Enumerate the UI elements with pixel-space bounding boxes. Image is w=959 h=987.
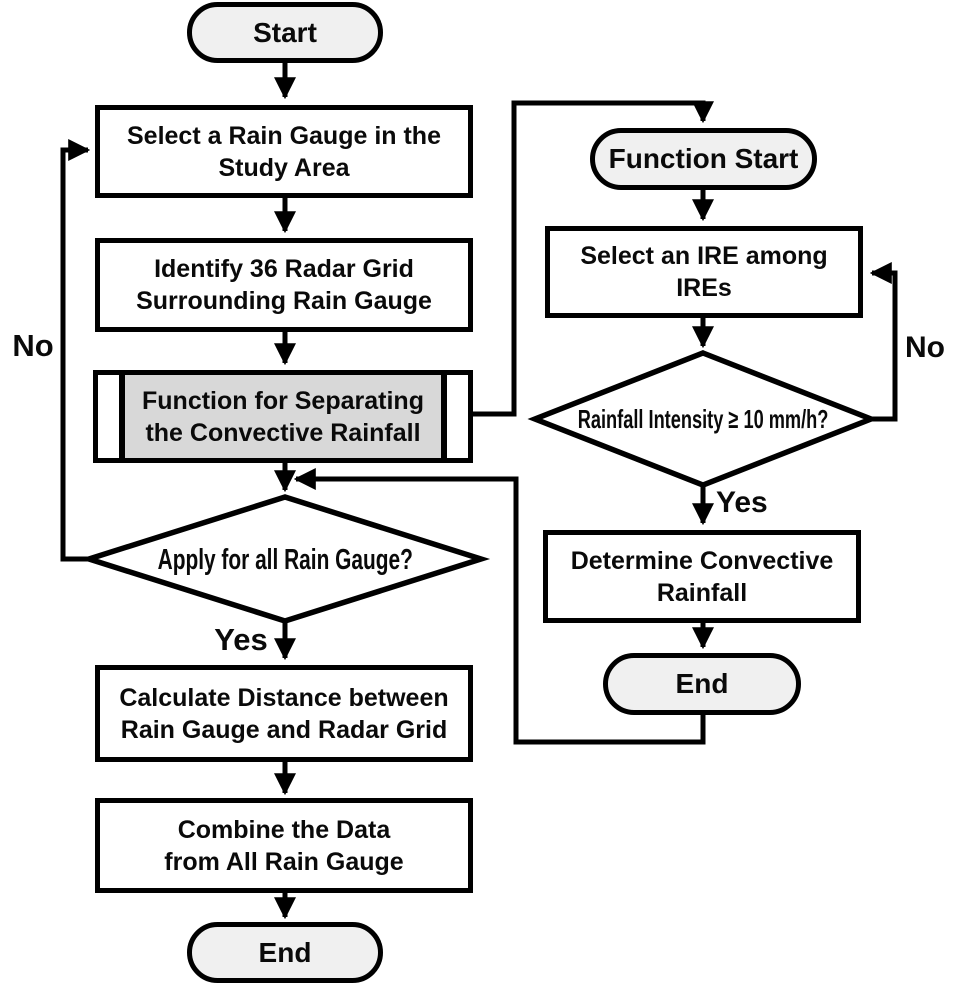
rainfall-intensity-diamond-label-wrap: Rainfall Intensity ≥ 10 mm/h? — [535, 401, 871, 437]
intensity-diamond-shape — [527, 350, 879, 488]
end-main-node: End — [187, 922, 383, 983]
main-no-label: No — [12, 328, 54, 363]
function-start-node: Function Start — [590, 128, 817, 190]
combine-data-label: Combine the Data from All Rain Gauge — [164, 815, 404, 876]
main-yes-label: Yes — [214, 622, 268, 657]
select-ire-label: Select an IRE among IREs — [580, 242, 828, 302]
edge-apply-no-loop — [60, 138, 91, 562]
function-yes-label: Yes — [716, 486, 768, 519]
end-main-label: End — [258, 936, 312, 968]
rainfall-intensity-diamond-label: Rainfall Intensity ≥ 10 mm/h? — [577, 403, 829, 434]
edge-function-call — [471, 100, 715, 417]
function-no-label: No — [905, 331, 945, 364]
apply-diamond-shape — [79, 494, 491, 624]
start-label: Start — [253, 16, 317, 48]
edge-intensity-no-loop — [869, 261, 898, 422]
determine-convective-label: Determine Convective Rainfall — [570, 546, 834, 607]
subroutine-inner-panel — [119, 375, 447, 458]
start-node: Start — [187, 2, 383, 63]
function-separating-label: Function for Separating the Convective R… — [142, 386, 424, 447]
select-ire-box: Select an IRE among IREs — [545, 226, 863, 318]
combine-data-box: Combine the Data from All Rain Gauge — [95, 798, 473, 893]
identify-radar-grid-label: Identify 36 Radar Grid Surrounding Rain … — [136, 255, 432, 315]
function-separating-subroutine-box: Function for Separating the Convective R… — [93, 370, 473, 463]
function-start-label: Function Start — [608, 143, 799, 174]
calculate-distance-label: Calculate Distance between Rain Gauge an… — [119, 683, 449, 744]
apply-all-diamond-label-wrap: Apply for all Rain Gauge? — [95, 541, 475, 579]
select-rain-gauge-box: Select a Rain Gauge in the Study Area — [95, 105, 473, 198]
end-function-node: End — [603, 653, 801, 715]
determine-convective-box: Determine Convective Rainfall — [543, 530, 861, 623]
end-function-label: End — [675, 668, 729, 699]
edge-function-return — [293, 467, 706, 745]
apply-all-diamond-label: Apply for all Rain Gauge? — [157, 543, 413, 576]
calculate-distance-box: Calculate Distance between Rain Gauge an… — [95, 665, 473, 762]
identify-radar-grid-box: Identify 36 Radar Grid Surrounding Rain … — [95, 238, 473, 332]
select-rain-gauge-label: Select a Rain Gauge in the Study Area — [127, 121, 441, 182]
